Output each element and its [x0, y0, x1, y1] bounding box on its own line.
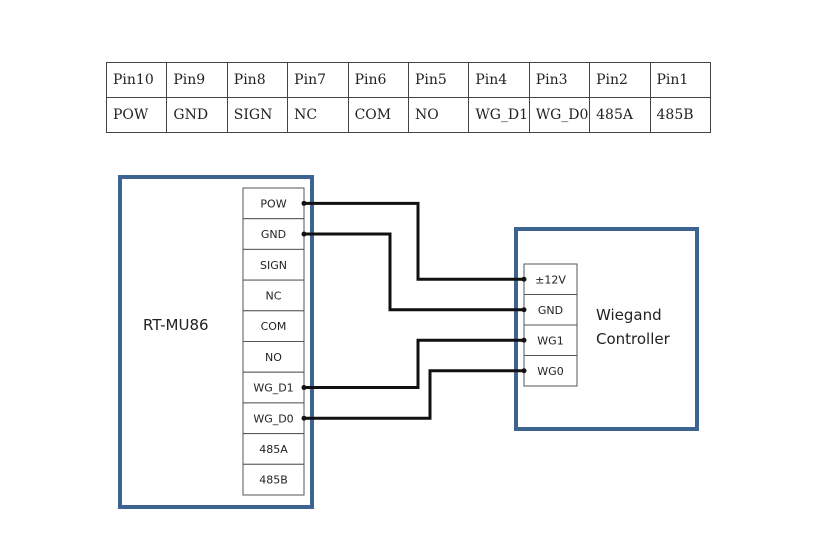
module-pin: WG_D0 [242, 402, 305, 435]
pin-value-row: POW GND SIGN NC COM NO WG_D1 WG_D0 485A … [105, 97, 712, 133]
wire-endpoint [301, 200, 307, 206]
module-pin: 485B [242, 463, 305, 496]
module-pin: 485A [242, 433, 305, 465]
pin-value-cell: COM [347, 97, 409, 133]
pin-value-cell: WG_D0 [528, 97, 591, 133]
controller-pin: GND [523, 294, 578, 326]
wire [304, 369, 524, 420]
pin-header-cell: Pin3 [528, 62, 591, 98]
controller-pin-cell [523, 294, 578, 326]
wire-endpoint [521, 307, 527, 313]
module-pin: WG_D1 [242, 371, 305, 404]
pin-value-cell: SIGN [226, 97, 289, 133]
module-pin-label: 485B [259, 474, 288, 487]
pin-value-cell: WG_D1 [468, 97, 530, 133]
wires [301, 200, 527, 421]
module-pin-cell [242, 433, 305, 465]
module-pin-label: WG_D1 [253, 382, 293, 395]
wire-endpoint [301, 415, 307, 421]
pin-header-cell: Pin4 [468, 62, 530, 98]
controller-pin: ±12V [523, 263, 578, 295]
module-pin-label: WG_D0 [253, 412, 293, 425]
module-pin: COM [242, 310, 305, 342]
wire [304, 338, 524, 390]
controller-pin: WG1 [523, 324, 578, 356]
wire [304, 232, 524, 312]
module-pin-label: COM [261, 320, 287, 333]
pin-header-cell: Pin6 [347, 62, 409, 98]
pin-value-cell: GND [166, 97, 228, 133]
pin-header-cell: Pin9 [166, 62, 228, 98]
module-pin: NO [242, 341, 305, 373]
controller-pin: WG0 [523, 355, 578, 387]
pin-value-cell: 485A [589, 97, 651, 133]
pin-header-cell: Pin1 [649, 62, 712, 98]
wire [304, 201, 524, 281]
wire-endpoint [301, 385, 307, 391]
wire-endpoint [521, 337, 527, 343]
controller-pin-label: GND [538, 304, 563, 317]
pin-value-cell: NO [407, 97, 470, 133]
wire-endpoint [521, 276, 527, 282]
module-pin-label: POW [260, 197, 286, 210]
controller-name-line1: Wiegand [596, 306, 662, 324]
pin-header-cell: Pin10 [105, 62, 168, 98]
module-pin: SIGN [242, 248, 305, 281]
pin-header-cell: Pin5 [407, 62, 470, 98]
module-pin-label: NC [266, 289, 282, 302]
controller-box [514, 227, 699, 431]
controller-pin-label: ±12V [535, 273, 566, 286]
module-pin-cell [242, 310, 305, 342]
pin-header-row: Pin10 Pin9 Pin8 Pin7 Pin6 Pin5 Pin4 Pin3… [105, 62, 712, 98]
module-pin-label: 485A [259, 443, 288, 456]
controller-name-line2: Controller [596, 330, 671, 348]
pin-header-cell: Pin7 [287, 62, 349, 98]
module-box [118, 175, 314, 509]
module-pin: POW [242, 187, 305, 220]
wire-endpoint [521, 368, 527, 374]
module-name: RT-MU86 [143, 316, 209, 334]
pin-table: Pin10 Pin9 Pin8 Pin7 Pin6 Pin5 Pin4 Pin3… [105, 62, 712, 133]
module-pin-cell [242, 248, 305, 281]
controller-pin-label: WG0 [537, 365, 563, 378]
module-pin-cell [242, 402, 305, 435]
module-pin-cell [242, 187, 305, 220]
module-pin-label: NO [265, 351, 282, 364]
module-pin-label: GND [261, 228, 286, 241]
pin-value-cell: POW [105, 97, 168, 133]
pin-header-cell: Pin2 [589, 62, 651, 98]
pin-value-cell: NC [287, 97, 349, 133]
module-pin-cell [242, 463, 305, 496]
wire-endpoint [301, 231, 307, 237]
pin-value-cell: 485B [649, 97, 712, 133]
controller-pin-label: WG1 [537, 334, 563, 347]
module-pin: NC [242, 279, 305, 312]
module-pin: GND [242, 218, 305, 250]
module-pin-label: SIGN [260, 259, 287, 272]
